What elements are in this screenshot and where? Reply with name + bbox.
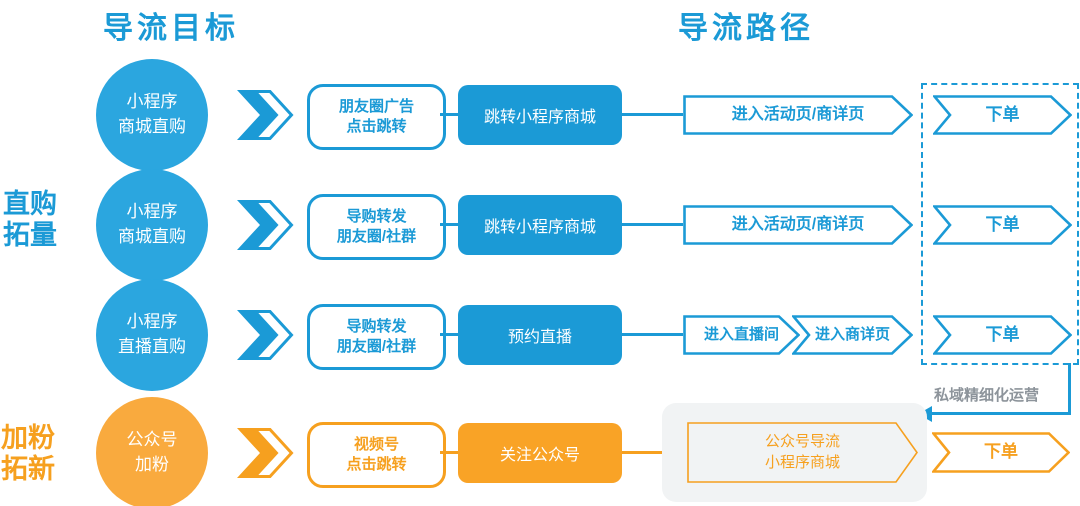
- connector-line: [440, 333, 458, 336]
- path-step-arrow: 进入直播间: [683, 315, 800, 355]
- header-path: 导流路径: [678, 12, 814, 45]
- header-goal: 导流目标: [103, 12, 239, 45]
- connector-line: [622, 333, 683, 336]
- action-box: 预约直播: [458, 305, 622, 365]
- trigger-box: 朋友圈广告 点击跳转: [307, 84, 446, 150]
- trigger-box: 导购转发 朋友圈/社群: [307, 304, 446, 370]
- action-box: 跳转小程序商城: [458, 195, 622, 255]
- trigger-box: 视频号 点击跳转: [307, 422, 446, 488]
- double-chevron-icon: [237, 428, 294, 478]
- path-step-arrow: 进入商详页: [792, 315, 913, 355]
- action-box: 关注公众号: [458, 423, 622, 483]
- goal-circle: 公众号 加粉: [96, 397, 208, 506]
- order-arrow: 下单: [933, 205, 1072, 245]
- path-step-arrow: 进入活动页/商详页: [683, 205, 913, 245]
- path-step-arrow: 公众号导流 小程序商城: [687, 422, 918, 483]
- side-label-fan-growth: 加粉 拓新: [1, 423, 55, 485]
- action-box: 跳转小程序商城: [458, 85, 622, 145]
- feedback-line-vertical: [1068, 363, 1071, 414]
- order-arrow: 下单: [933, 315, 1072, 355]
- goal-circle: 小程序 商城直购: [96, 169, 208, 281]
- double-chevron-icon: [237, 90, 294, 140]
- trigger-box: 导购转发 朋友圈/社群: [307, 194, 446, 260]
- path-step-arrow: 进入活动页/商详页: [683, 95, 913, 135]
- order-arrow: 下单: [932, 432, 1070, 473]
- double-chevron-icon: [237, 200, 294, 250]
- double-chevron-icon: [237, 310, 294, 360]
- path-step-panel: [662, 403, 927, 502]
- connector-line: [622, 223, 683, 226]
- order-arrow: 下单: [933, 95, 1072, 135]
- connector-line: [440, 113, 458, 116]
- connector-line: [440, 451, 458, 454]
- order-group-outline: [921, 83, 1079, 365]
- side-label-direct-purchase: 直购 拓量: [3, 189, 57, 251]
- connector-line: [440, 223, 458, 226]
- connector-line: [622, 113, 683, 116]
- goal-circle: 小程序 直播直购: [96, 279, 208, 391]
- private-domain-label: 私域精细化运营: [934, 387, 1040, 404]
- goal-circle: 小程序 商城直购: [96, 59, 208, 171]
- connector-line: [622, 451, 688, 454]
- feedback-line-horizontal: [930, 412, 1071, 415]
